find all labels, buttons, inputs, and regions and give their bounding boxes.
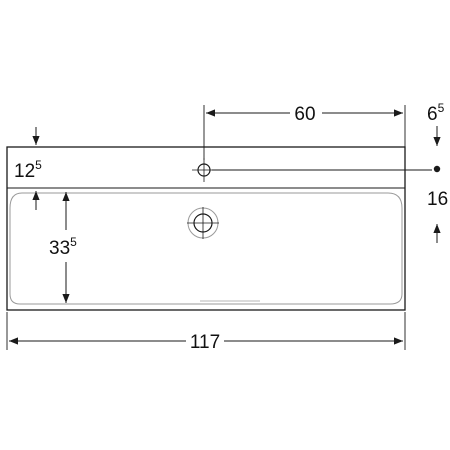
drain-icon (187, 207, 219, 239)
basin-body (6, 146, 406, 311)
dimension-tap-edge-distance: 65 (427, 101, 445, 146)
dimension-label-6-5: 65 (427, 101, 445, 125)
dimension-label-33-5: 335 (49, 235, 77, 259)
dimension-tap-to-drain: 16 (427, 189, 448, 243)
dimension-tap-offset: 60 (203, 104, 406, 160)
dimension-rim-height: 125 (14, 127, 42, 210)
dimension-basin-depth: 335 (49, 192, 77, 303)
dimension-label-60: 60 (294, 104, 315, 125)
tap-reference-dot (433, 165, 441, 173)
dimension-label-117: 117 (190, 332, 220, 353)
dimension-label-16: 16 (427, 189, 448, 210)
basin-inner-bowl (9, 192, 403, 305)
basin-outer-outline (6, 146, 406, 311)
dimension-overall-width: 117 (6, 312, 406, 353)
dimension-label-12-5: 125 (14, 158, 42, 182)
